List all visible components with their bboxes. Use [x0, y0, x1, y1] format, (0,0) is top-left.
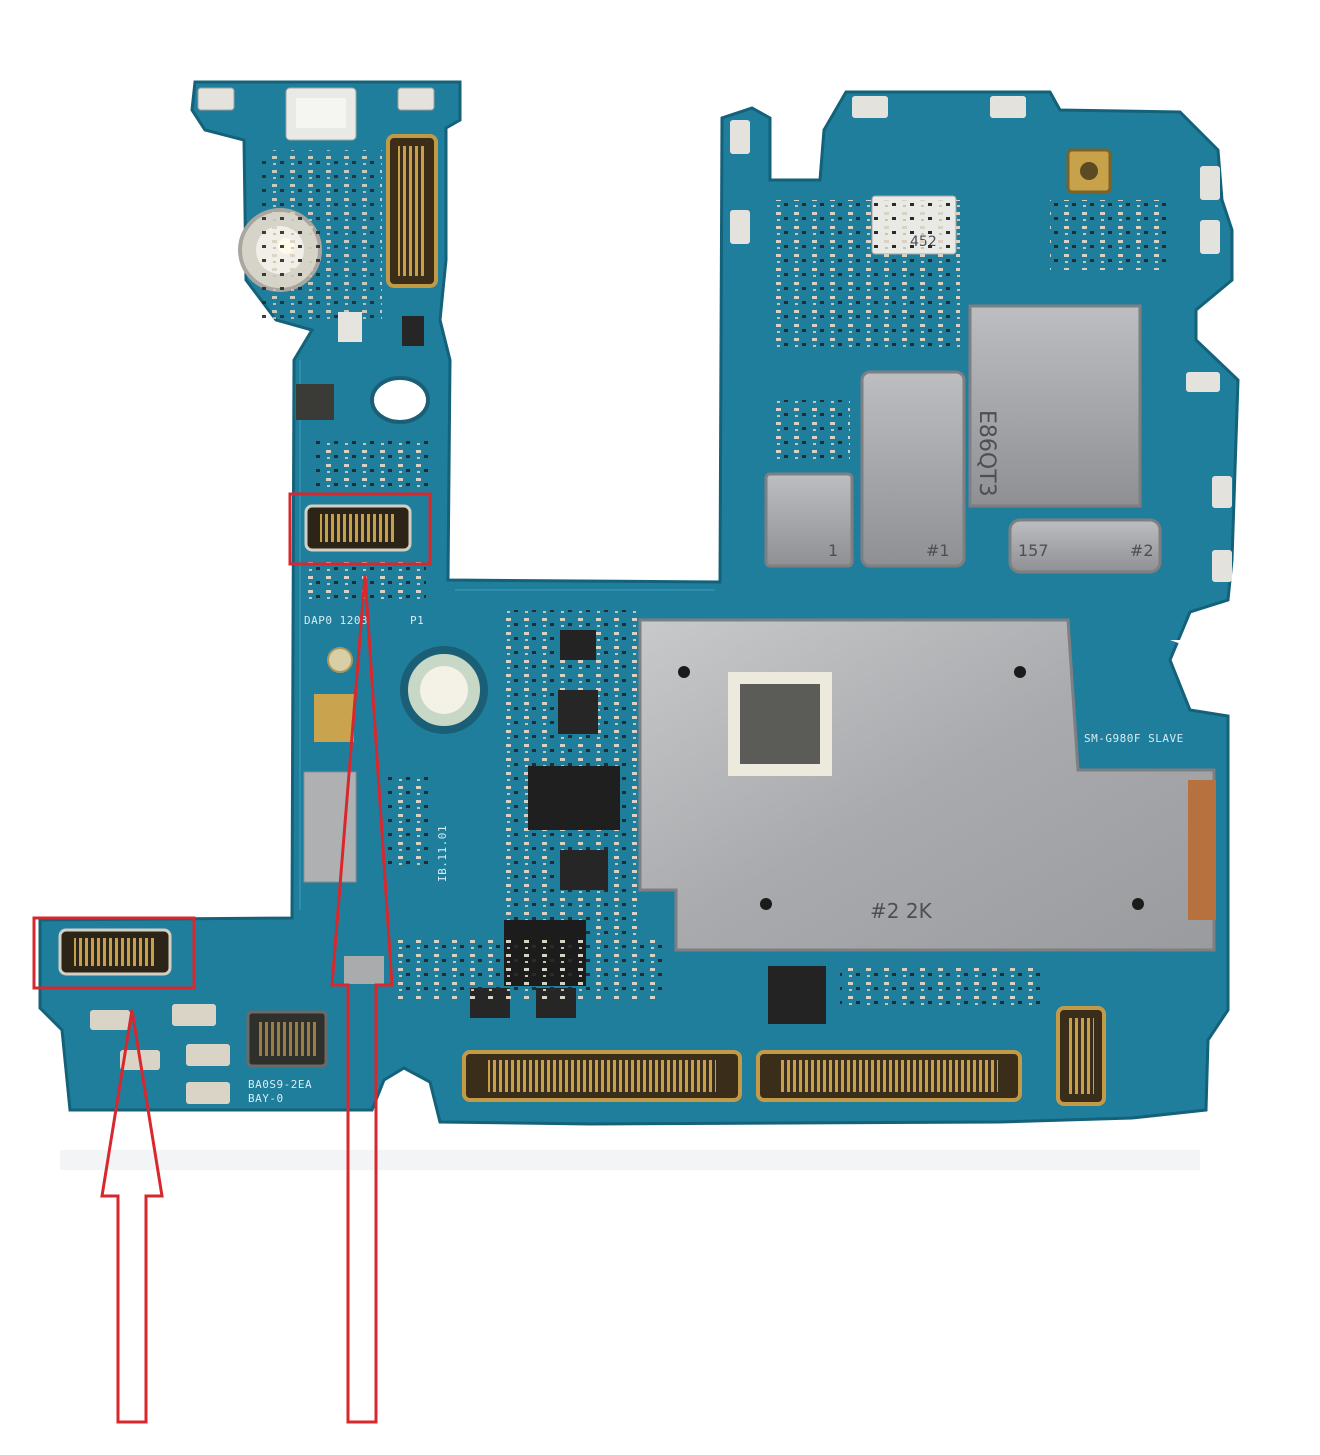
right-pad-2 — [1212, 550, 1232, 582]
tr-pad-3 — [730, 120, 750, 154]
flex-connector-top-pins — [398, 146, 426, 276]
bottom-parts — [840, 966, 1040, 1006]
test-point-left — [327, 647, 353, 673]
bottom-connector-3-pins — [1068, 1018, 1094, 1094]
silk-label-c: BAY-0 — [248, 1092, 284, 1105]
small-shield-3-label: #2 — [1130, 541, 1154, 560]
right-pad-3 — [1186, 372, 1220, 392]
rf-coax-center — [1080, 162, 1098, 180]
arrow-left — [100, 1009, 164, 1424]
arm-parts-area-2 — [314, 440, 434, 490]
datamatrix-code — [740, 684, 820, 764]
tr-pad-6 — [1200, 220, 1220, 254]
left-pad-3 — [186, 1044, 230, 1066]
tr-pad-1 — [852, 96, 888, 118]
small-shield-2-label: #1 — [926, 541, 950, 560]
tr-pad-5 — [1200, 166, 1220, 200]
ic-pmic-4 — [560, 850, 608, 890]
slot-top-left — [370, 376, 430, 424]
bottom-connector-2-pins — [780, 1060, 998, 1092]
annotation-left-connector — [32, 916, 196, 1424]
mounting-hole-left-inner — [420, 666, 468, 714]
shield-number: #2 2K — [870, 899, 933, 923]
notch-right — [1170, 640, 1229, 716]
left-connector-small-pins — [258, 1022, 316, 1056]
arm-parts-area — [262, 150, 382, 320]
rf-shield — [968, 304, 1142, 508]
pcb-edge — [299, 360, 715, 910]
small-shield-1-label: 1 — [828, 541, 838, 560]
bottom-connector-1-pins — [488, 1060, 716, 1092]
silk-label-a: IB.11.01 — [436, 825, 449, 882]
center-b2b-connector-pins — [320, 514, 396, 542]
left-pad-2 — [172, 1004, 216, 1026]
silk-model: SM-G980F SLAVE — [1084, 732, 1184, 745]
highlight-box-left — [32, 916, 196, 990]
left-b2b-connector-pins — [74, 938, 156, 966]
arm-ic-1 — [402, 316, 424, 346]
ic-pmic-3 — [528, 766, 620, 830]
ic-pmic-2 — [558, 690, 598, 734]
right-pad-1 — [1212, 476, 1232, 508]
rf-shield-text: E86QT3 — [974, 410, 999, 497]
shield-screw-4 — [1132, 898, 1144, 910]
left-pad-4 — [186, 1082, 230, 1104]
shield-screw-2 — [1014, 666, 1026, 678]
mid-right-parts — [770, 400, 850, 460]
arm-inductor — [296, 384, 334, 420]
center-lower-parts — [392, 940, 662, 1000]
tr-pad-4 — [730, 210, 750, 244]
silk-board-id: DAP0 1203 — [304, 614, 368, 627]
left-column-pads — [386, 776, 428, 866]
arm-pad-1 — [197, 87, 235, 111]
bottom-ic-1 — [768, 966, 826, 1024]
top-sensor-chip-face — [296, 98, 346, 128]
tr-grid-parts — [1050, 200, 1170, 270]
center-shield-small — [344, 956, 384, 984]
highlight-box-center — [288, 492, 432, 566]
tr-parts — [770, 200, 960, 350]
datamatrix-small — [314, 694, 354, 742]
left-pad-1 — [90, 1010, 130, 1030]
silk-label-b: BA0S9-2EA — [248, 1078, 312, 1091]
small-shield-3 — [1008, 518, 1162, 574]
arrow-center — [330, 574, 394, 1424]
annotation-center-connector — [288, 492, 432, 1424]
shield-copper-edge — [1188, 780, 1216, 920]
arm-ic-2 — [338, 312, 362, 342]
silk-rev: P1 — [410, 614, 424, 627]
ic-pmic-1 — [560, 630, 596, 660]
small-shield-3-code: 157 — [1018, 541, 1049, 560]
small-shield-2 — [860, 370, 966, 568]
tr-pad-2 — [990, 96, 1026, 118]
small-shield-1 — [764, 472, 854, 568]
arm-pad-2 — [397, 87, 435, 111]
reflection — [60, 1150, 1200, 1170]
shield-screw-3 — [760, 898, 772, 910]
shield-screw-1 — [678, 666, 690, 678]
